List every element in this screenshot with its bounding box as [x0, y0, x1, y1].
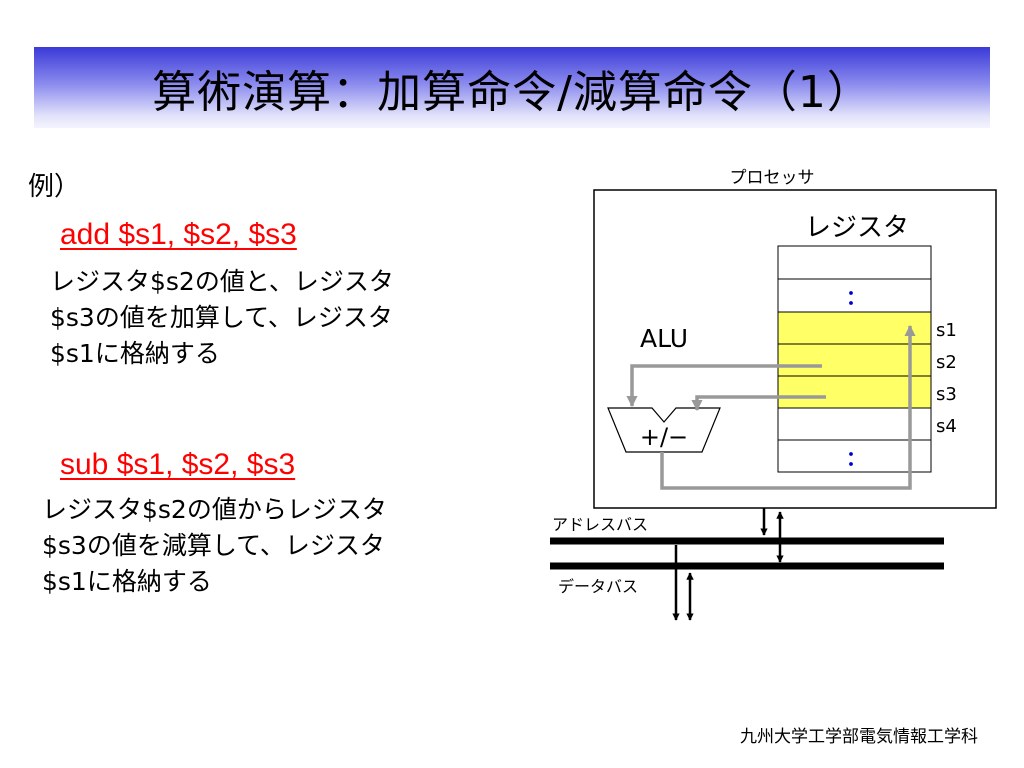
add-description-line: レジスタ$s2の値と、レジスタ [50, 267, 394, 296]
sub-description: レジスタ$s2の値からレジスタ $s3の値を減算して、レジスタ $s1に格納する [42, 492, 387, 600]
sub-description-line: $s3の値を減算して、レジスタ [42, 531, 385, 560]
register-cell-s4 [777, 407, 932, 441]
register-name-s3: s3 [936, 384, 957, 405]
sub-description-line: レジスタ$s2の値からレジスタ [42, 495, 387, 524]
title-bar: 算術演算：加算命令/減算命令（1） [34, 47, 990, 128]
sub-instruction: sub $s1, $s2, $s3 [60, 448, 296, 481]
footer-affiliation: 九州大学工学部電気情報工学科 [740, 727, 978, 747]
alu-operator: +/− [640, 423, 688, 451]
register-name-s1: s1 [936, 320, 957, 341]
register-cell [777, 439, 932, 473]
register-ellipsis-top: ： [846, 285, 866, 309]
register-cell [777, 278, 932, 313]
register-cell-s3 [777, 375, 932, 409]
register-ellipsis-bottom: ： [846, 446, 866, 470]
address-bus-label: アドレスバス [552, 515, 648, 534]
register-title: レジスタ [805, 213, 909, 243]
register-cell-s2 [777, 343, 932, 377]
add-description: レジスタ$s2の値と、レジスタ $s3の値を加算して、レジスタ $s1に格納する [50, 264, 394, 372]
add-description-line: $s1に格納する [50, 339, 220, 368]
slide-title: 算術演算：加算命令/減算命令（1） [152, 66, 872, 118]
alu-label: ALU [640, 324, 688, 353]
processor-box [593, 189, 997, 509]
data-bus-label: データバス [558, 577, 638, 596]
add-description-line: $s3の値を加算して、レジスタ [50, 303, 393, 332]
register-cell-s1 [777, 311, 932, 345]
s3-to-alu-arrow [691, 395, 826, 412]
register-file [777, 245, 932, 473]
add-instruction: add $s1, $s2, $s3 [60, 218, 297, 251]
processor-label: プロセッサ [730, 168, 815, 188]
register-name-s4: s4 [936, 416, 957, 437]
alu-to-s1-arrow [660, 324, 916, 490]
register-name-s2: s2 [936, 352, 957, 373]
register-cell [777, 245, 932, 280]
s2-to-alu-arrow [626, 364, 822, 408]
sub-description-line: $s1に格納する [42, 567, 212, 596]
example-label: 例） [28, 172, 81, 202]
